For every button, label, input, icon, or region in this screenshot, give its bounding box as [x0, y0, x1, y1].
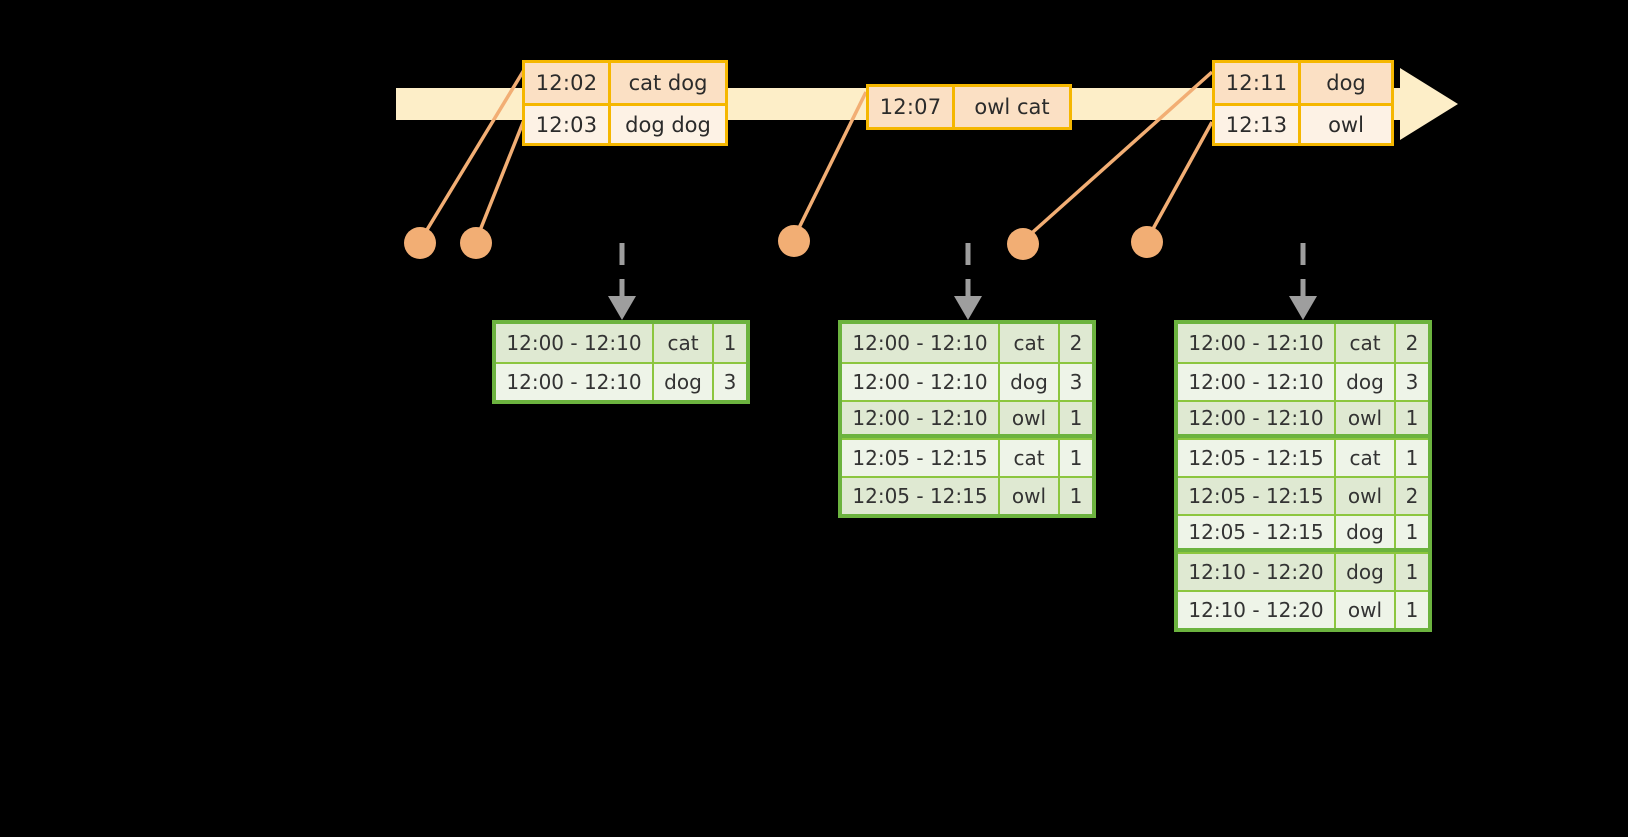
count-cell: 3: [723, 370, 737, 394]
key-cell: owl: [1336, 478, 1396, 514]
key-cell: dog: [1336, 554, 1396, 590]
key-cell: cat: [1000, 324, 1060, 362]
event-row[interactable]: 12:07 owl cat: [869, 87, 1069, 127]
marker-12-02-dot: [404, 227, 436, 259]
window-cell: 12:05 - 12:15: [842, 478, 1000, 514]
event-value: cat dog: [628, 71, 708, 95]
window-cell: 12:00 - 12:10: [842, 324, 1000, 362]
count-cell: 1: [1405, 520, 1419, 544]
event-box-2[interactable]: 12:07 owl cat: [866, 84, 1072, 130]
event-value: owl cat: [974, 95, 1050, 119]
window-cell: 12:00 - 12:10: [1178, 364, 1336, 400]
event-row[interactable]: 12:02 cat dog: [525, 63, 725, 103]
event-time: 12:03: [525, 106, 611, 143]
key-cell: cat: [1000, 440, 1060, 476]
window-cell: 12:05 - 12:15: [1178, 516, 1336, 548]
count-cell: 2: [1405, 331, 1419, 355]
event-row[interactable]: 12:11 dog: [1215, 63, 1391, 103]
connector-12-13: [1146, 121, 1214, 239]
key-cell: owl: [1000, 478, 1060, 514]
count-cell: 3: [1069, 370, 1083, 394]
event-time: 12:07: [869, 87, 955, 127]
window-cell: 12:00 - 12:10: [496, 364, 654, 400]
window-cell: 12:05 - 12:15: [1178, 440, 1336, 476]
window-cell: 12:00 - 12:10: [842, 402, 1000, 434]
window-cell: 12:10 - 12:20: [1178, 592, 1336, 628]
count-cell: 2: [1069, 331, 1083, 355]
count-cell: 3: [1405, 370, 1419, 394]
key-cell: dog: [1336, 364, 1396, 400]
key-cell: dog: [1000, 364, 1060, 400]
event-value: dog dog: [625, 112, 711, 137]
marker-12-13-dot: [1131, 226, 1163, 258]
connector-12-02: [420, 69, 526, 239]
count-cell: 1: [1405, 598, 1419, 622]
window-cell: 12:00 - 12:10: [842, 364, 1000, 400]
event-row[interactable]: 12:13 owl: [1215, 103, 1391, 143]
marker-12-11-dot: [1007, 228, 1039, 260]
key-cell: owl: [1336, 402, 1396, 434]
event-value: dog: [1326, 71, 1366, 95]
window-cell: 12:00 - 12:10: [1178, 402, 1336, 434]
dashed-arrow-3: [1289, 243, 1317, 320]
connector-12-03: [475, 119, 526, 239]
count-cell: 1: [1405, 406, 1419, 430]
event-box-3[interactable]: 12:11 dog 12:13 owl: [1212, 60, 1394, 146]
event-time: 12:11: [1215, 63, 1301, 103]
window-cell: 12:05 - 12:15: [1178, 478, 1336, 514]
connector-12-07: [793, 91, 868, 237]
count-cell: 1: [1069, 484, 1083, 508]
key-cell: dog: [1336, 516, 1396, 548]
count-cell: 1: [723, 331, 737, 355]
count-cell: 1: [1069, 446, 1083, 470]
event-value: owl: [1328, 112, 1364, 137]
count-cell: 2: [1405, 484, 1419, 508]
key-cell: cat: [654, 324, 714, 362]
key-cell: owl: [1000, 402, 1060, 434]
window-cell: 12:00 - 12:10: [1178, 324, 1336, 362]
count-cell: 1: [1405, 446, 1419, 470]
marker-12-03-dot: [460, 227, 492, 259]
event-box-1[interactable]: 12:02 cat dog 12:03 dog dog: [522, 60, 728, 146]
key-cell: cat: [1336, 324, 1396, 362]
window-cell: 12:00 - 12:10: [496, 324, 654, 362]
marker-12-07-dot: [778, 225, 810, 257]
event-time: 12:13: [1215, 106, 1301, 143]
window-cell: 12:10 - 12:20: [1178, 554, 1336, 590]
key-cell: dog: [654, 364, 714, 400]
count-cell: 1: [1069, 406, 1083, 430]
key-cell: owl: [1336, 592, 1396, 628]
window-cell: 12:05 - 12:15: [842, 440, 1000, 476]
key-cell: cat: [1336, 440, 1396, 476]
dashed-arrow-2: [954, 243, 982, 320]
event-time: 12:02: [525, 63, 611, 103]
event-row[interactable]: 12:03 dog dog: [525, 103, 725, 143]
count-cell: 1: [1405, 560, 1419, 584]
dashed-arrow-1: [608, 243, 636, 320]
